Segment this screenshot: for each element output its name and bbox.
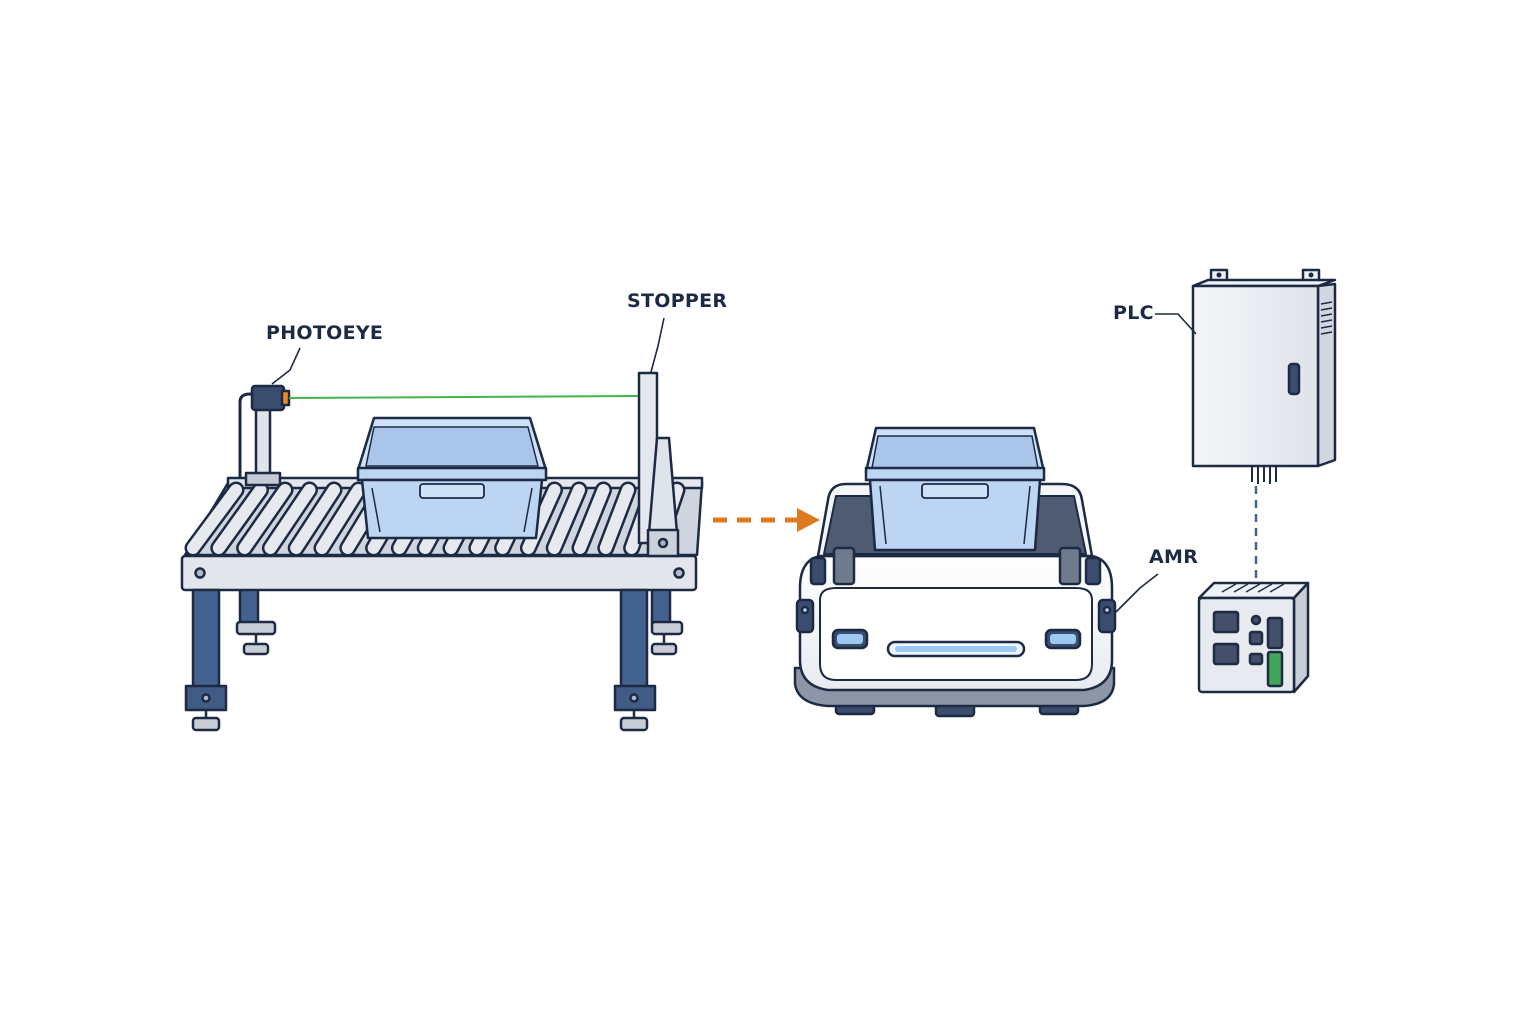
conveyor-roller-face: [187, 484, 242, 554]
conveyor-roller-face: [548, 484, 585, 554]
conveyor-back-feet: [235, 620, 684, 656]
amr-label: AMR: [1149, 546, 1199, 568]
photoeye-label-leader: [271, 347, 301, 385]
photoeye-lens: [280, 389, 291, 407]
plc-cabinet-icon: [1191, 268, 1337, 484]
stopper-gate-icon: [637, 371, 680, 558]
conveyor-front-rail: [180, 554, 698, 592]
conveyor-roller-face: [264, 484, 316, 554]
plc-door-handle: [1287, 362, 1301, 396]
plc-label: PLC: [1113, 302, 1154, 324]
tote-on-amr: [864, 426, 1046, 552]
dashed-arrow-icon: [713, 508, 820, 532]
photoeye-sensor-icon: [238, 384, 291, 487]
io-module-icon: [1197, 581, 1310, 694]
conveyor-front-feet: [191, 710, 649, 732]
conveyor-roller-face: [290, 484, 340, 554]
stopper-label-leader: [650, 317, 665, 373]
ethernet-port: [1212, 642, 1240, 666]
conveyor-roller-face: [316, 484, 365, 554]
photoeye-label: PHOTOEYE: [266, 322, 384, 344]
amr-label-leader: [1115, 573, 1159, 613]
photoeye-beam: [288, 395, 641, 399]
ethernet-port: [1212, 610, 1240, 634]
photoeye-post: [254, 403, 272, 481]
terminal-block: [1266, 650, 1284, 688]
photoeye-head: [250, 384, 286, 412]
conveyor-roller-face: [599, 484, 634, 554]
tote-on-conveyor: [356, 416, 548, 540]
rail-bolt: [673, 567, 685, 579]
conveyor-roller-face: [212, 484, 267, 554]
conveyor-roller-face: [238, 484, 291, 554]
conveyor-roller-face: [574, 484, 610, 554]
plc-label-leader: [1155, 313, 1197, 335]
stopper-label: STOPPER: [627, 290, 728, 312]
rail-bolt: [194, 567, 206, 579]
